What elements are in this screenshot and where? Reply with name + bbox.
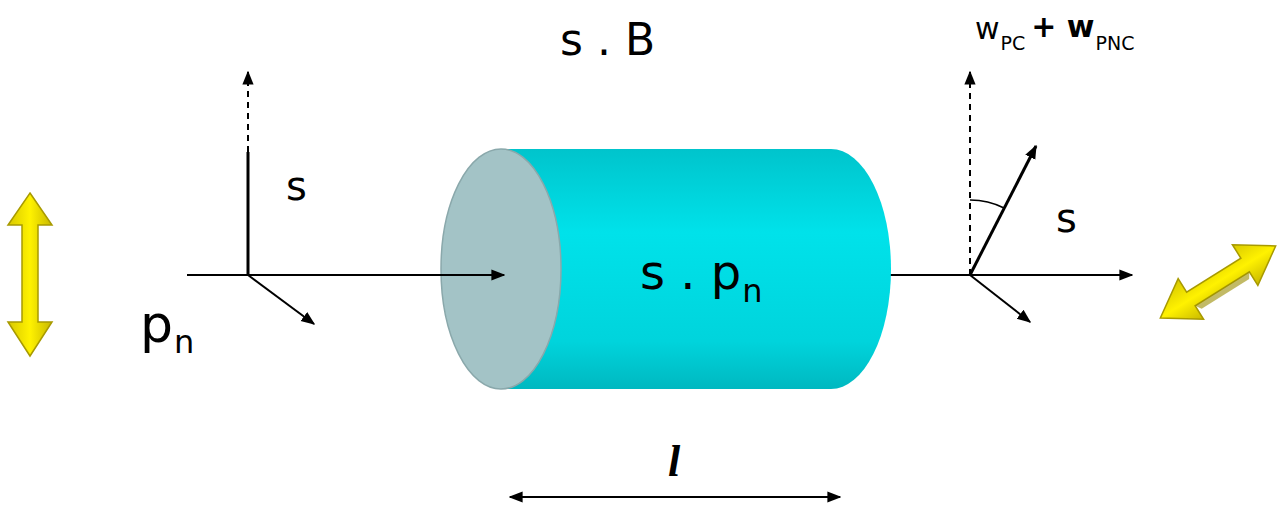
symbol-text: n [174,326,194,358]
symbol-text: p [140,298,173,350]
outgoing-spin-frame [890,72,1132,322]
symbol-text: w [975,14,1000,44]
symbol-text: l [668,440,680,484]
symbol-text: n [742,275,762,307]
length-dimension [510,496,840,498]
symbol-text: s . B [560,18,655,62]
polarization-arrow [1148,226,1286,339]
symbol-text: s [1056,198,1077,238]
symbol-text: + w [1031,12,1094,42]
symbol-text: s . p [640,248,741,296]
symbol-text: s [286,166,307,206]
symbol-text: PNC [1096,34,1135,53]
polarization-arrow [8,193,52,356]
symbol-text: PC [1001,34,1026,53]
sample-cylinder: s . pn [440,148,892,390]
